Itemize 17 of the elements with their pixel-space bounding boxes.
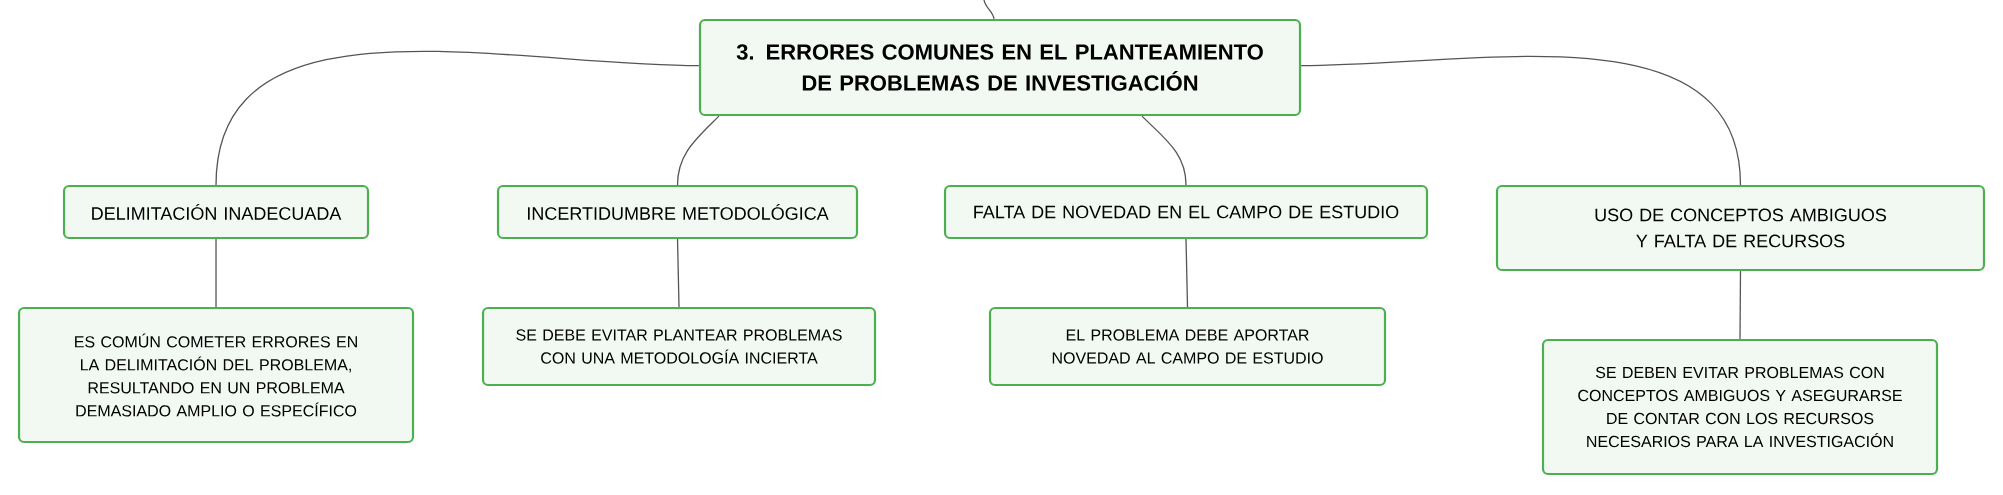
subtopic-box: INCERTIDUMBRE METODOLÓGICA	[496, 184, 859, 240]
detail-box: ES COMÚN COMETER ERRORES EN LA DELIMITACIÓN DEL PROBLEMA, RESULTANDO EN UN PROBLEMA DEMASIADO AMPLIO O ESPECÍFICO	[17, 306, 415, 444]
detail-box: SE DEBEN EVITAR PROBLEMAS CON CONCEPTOS AMBIGUOS Y ASEGURARSE DE CONTAR CON LOS RECURSOS NECESARIOS PARA LA INVESTIGACIÓN	[1541, 338, 1939, 476]
topic-box: 3. ERRORES COMUNES EN EL PLANTEAMIENTO DE PROBLEMAS DE INVESTIGACIÓN	[698, 18, 1302, 117]
detail-box: EL PROBLEMA DEBE APORTAR NOVEDAD AL CAMPO DE ESTUDIO	[988, 306, 1387, 387]
detail-box: SE DEBE EVITAR PLANTEAR PROBLEMAS CON UNA METODOLOGÍA INCIERTA	[481, 306, 877, 387]
connector	[1739, 270, 1742, 340]
subtopic-box: DELIMITACIÓN INADECUADA	[62, 184, 370, 240]
connector	[1300, 55, 1742, 186]
subtopic-box: FALTA DE NOVEDAD EN EL CAMPO DE ESTUDIO	[943, 184, 1429, 240]
connector	[215, 238, 217, 308]
connector	[676, 238, 680, 308]
connector	[215, 50, 700, 186]
subtopic-box: USO DE CONCEPTOS AMBIGUOS Y FALTA DE RECURSOS	[1495, 184, 1986, 272]
connector	[983, 0, 995, 20]
connector	[676, 115, 720, 186]
connector	[1185, 238, 1189, 308]
